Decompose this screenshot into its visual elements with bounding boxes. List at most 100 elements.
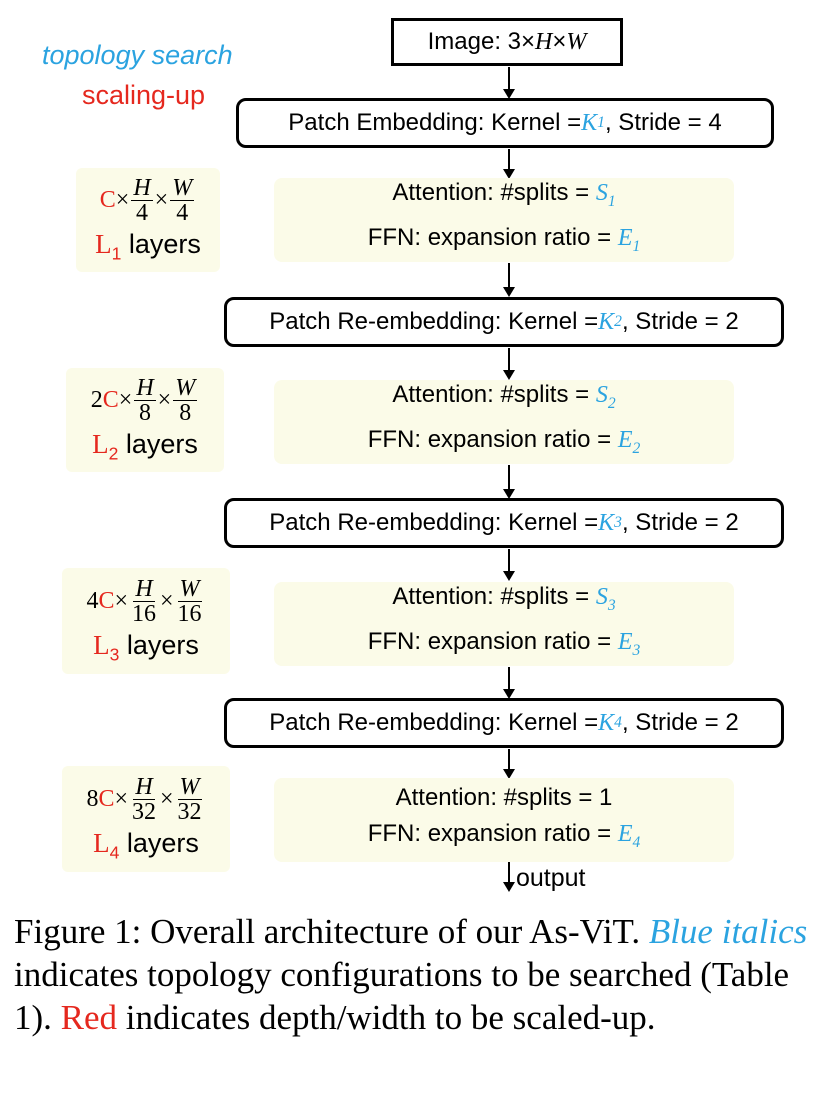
stage-4-attention: Attention: #splits = 1: [396, 780, 613, 816]
ffn-sub: 2: [632, 439, 641, 457]
ffn-var: E: [617, 820, 633, 847]
input-w: W: [566, 28, 587, 55]
dim-c: C: [98, 785, 115, 812]
w-den: 8: [179, 399, 192, 426]
h-den: 8: [139, 399, 151, 426]
attention-var: S: [595, 180, 608, 207]
kernel-sub: 2: [614, 313, 622, 330]
stage-2-layers: L2 layers: [92, 429, 198, 464]
reembedding-stride: , Stride = 2: [621, 308, 739, 335]
caption-after-blue: indicates topology configurations to be …: [14, 955, 790, 1037]
w-den: 4: [176, 199, 189, 226]
caption-red: Red: [60, 998, 118, 1037]
ffn-var: E: [617, 225, 633, 251]
ffn-var: E: [617, 427, 633, 453]
dim-coef: 8: [86, 785, 99, 812]
arrow-6: [503, 549, 515, 581]
times: ×: [114, 587, 128, 614]
h-num: H: [134, 374, 156, 401]
input-times: ×: [552, 28, 567, 55]
arrow-5: [503, 465, 515, 499]
stage-1-layers: L1 layers: [95, 229, 201, 264]
stage-4-layers: L4 layers: [93, 828, 199, 863]
legend-topology-search: topology search: [42, 40, 233, 70]
h-den: 4: [136, 199, 148, 226]
arrow-2: [503, 149, 515, 179]
layers-sub: 1: [111, 243, 122, 264]
times: ×: [154, 186, 169, 213]
patch-embedding-stride: , Stride = 4: [604, 109, 722, 136]
output-label: output: [516, 864, 586, 892]
kernel-var: K: [598, 509, 615, 536]
kernel-sub: 3: [614, 514, 622, 531]
attention-sub: 2: [607, 395, 616, 412]
layers-sub: 2: [108, 443, 119, 464]
stage-4-block: Attention: #splits = 1 FFN: expansion ra…: [274, 778, 734, 862]
times: ×: [157, 386, 172, 413]
arrow-output: [503, 862, 515, 892]
arrow-4: [503, 348, 515, 380]
layers-var: L: [93, 629, 110, 660]
h-den: 32: [132, 798, 156, 825]
w-den: 32: [177, 798, 202, 825]
h-den: 16: [132, 600, 156, 627]
dim-c: C: [98, 587, 115, 614]
input-image-box: Image: 3×H×W: [391, 18, 623, 66]
reembedding-stride: , Stride = 2: [621, 709, 739, 736]
attention-prefix: Attention: #splits =: [392, 583, 596, 611]
stage-2-attention: Attention: #splits = S2: [392, 377, 615, 422]
times: ×: [118, 386, 133, 413]
kernel-var: K: [598, 308, 615, 335]
ffn-var: E: [617, 629, 633, 655]
reembedding-label: Patch Re-embedding: Kernel =: [269, 509, 599, 536]
stage-3-layers: L3 layers: [93, 630, 199, 665]
ffn-sub: 3: [632, 641, 641, 659]
w-num: W: [177, 773, 202, 800]
layers-var: L: [95, 228, 112, 259]
caption-line1: Figure 1: Overall architecture of our As…: [14, 912, 641, 951]
ffn-sub: 4: [632, 833, 641, 851]
times: ×: [115, 186, 130, 213]
attention-var: S: [595, 584, 608, 611]
h-num: H: [131, 174, 153, 201]
legend-scaling-up: scaling-up: [82, 80, 206, 110]
attention-sub: 3: [607, 597, 616, 614]
attention-text: Attention: #splits = 1: [395, 783, 613, 811]
reembedding-stride: , Stride = 2: [621, 509, 739, 536]
w-num: W: [173, 374, 198, 401]
caption-after-red: indicates depth/width to be scaled-up.: [117, 998, 656, 1037]
input-h: H: [535, 28, 553, 55]
stage-2-ffn: FFN: expansion ratio = E2: [368, 422, 641, 467]
layers-word: layers: [121, 228, 201, 259]
patch-embedding-label: Patch Embedding: Kernel =: [288, 109, 582, 136]
layers-word: layers: [118, 428, 198, 459]
attention-var: S: [595, 382, 608, 409]
ffn-prefix: FFN: expansion ratio =: [367, 628, 618, 655]
ffn-prefix: FFN: expansion ratio =: [367, 426, 618, 453]
ffn-prefix: FFN: expansion ratio =: [367, 224, 618, 251]
kernel-sub: 1: [597, 114, 605, 131]
dim-c: C: [99, 186, 116, 213]
stage-1-attention: Attention: #splits = S1: [392, 175, 615, 220]
dim-coef: 4: [86, 587, 99, 614]
kernel-sub: 4: [614, 714, 622, 731]
caption-blue-italics: Blue italics: [648, 912, 808, 951]
attention-sub: 1: [607, 193, 616, 210]
stage-1-block: Attention: #splits = S1 FFN: expansion r…: [274, 178, 734, 262]
h-num: H: [133, 575, 155, 602]
